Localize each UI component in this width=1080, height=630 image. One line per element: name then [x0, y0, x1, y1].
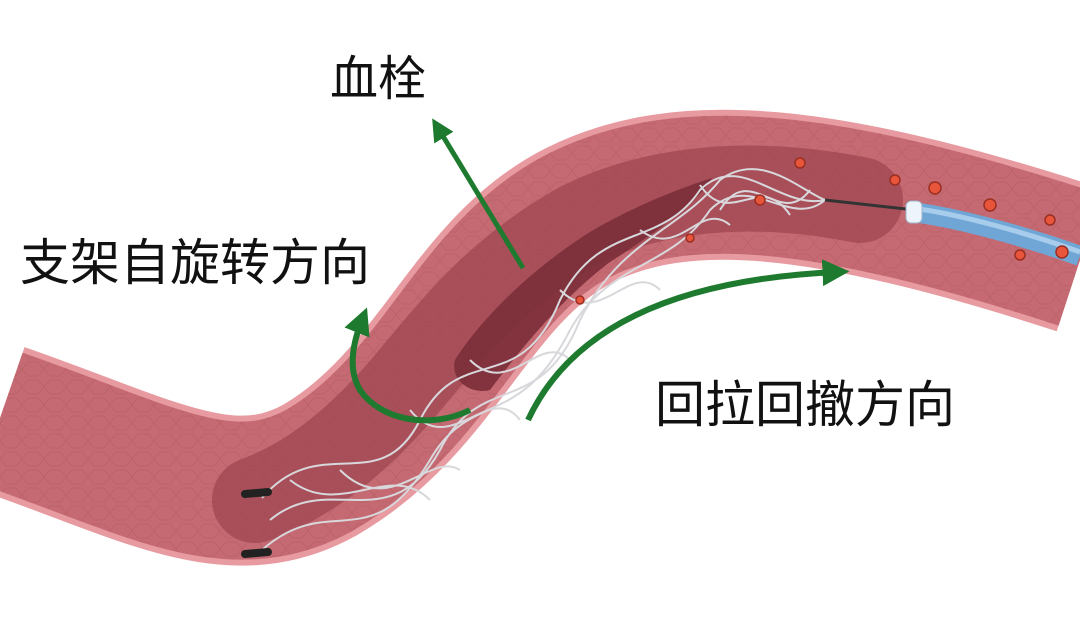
- blood-cells: [575, 157, 1069, 305]
- thrombus-label: 血栓: [330, 51, 427, 107]
- thrombus-arrow: [432, 118, 526, 270]
- rotation-arrow: [344, 307, 472, 424]
- radiopaque-markers: [241, 488, 272, 558]
- retraction-label: 回拉回撤方向: [655, 376, 955, 434]
- delivery-wire: [824, 198, 916, 212]
- vessel-lumen: [212, 145, 903, 543]
- retraction-arrow: [525, 259, 850, 422]
- catheter-tip: [905, 200, 923, 224]
- stent-rotation-label: 支架自旋转方向: [20, 234, 370, 292]
- stent-retriever-mesh: [261, 168, 826, 551]
